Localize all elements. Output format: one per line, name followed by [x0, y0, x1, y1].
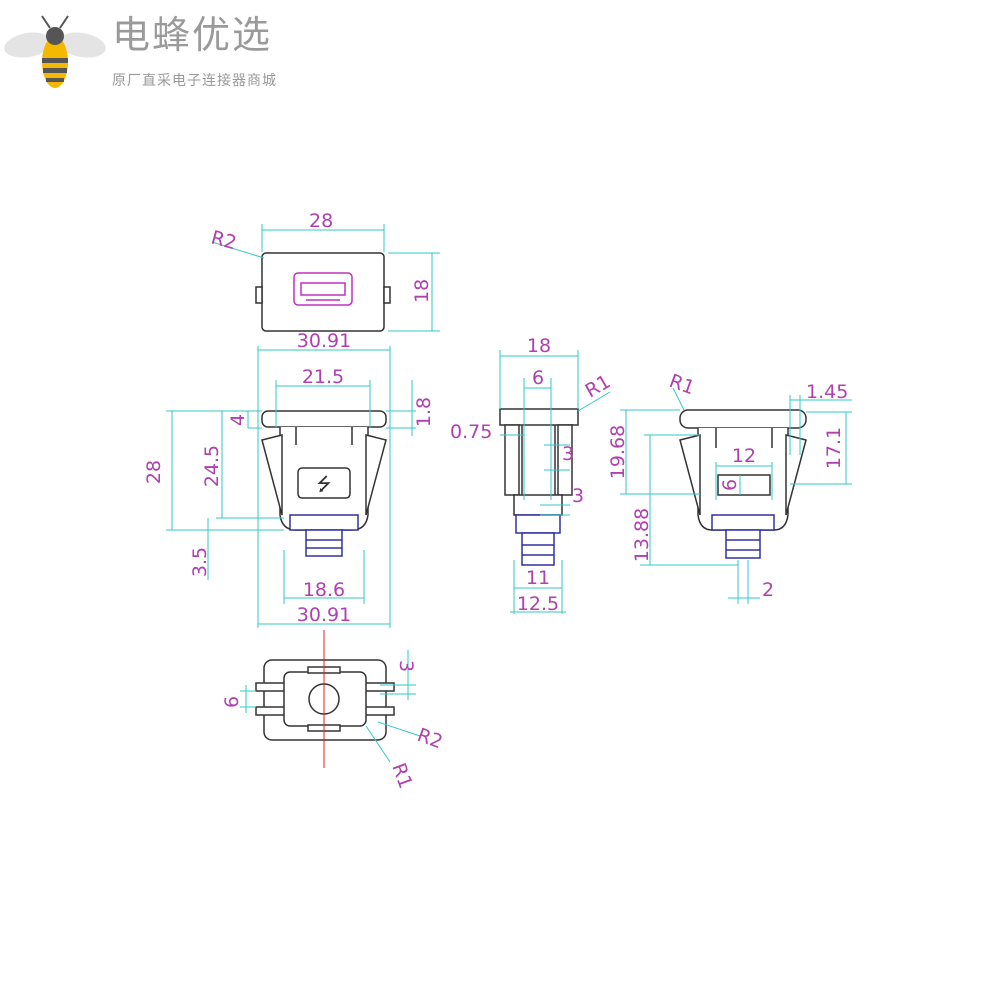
- dim-right-13-88: 13.88: [631, 508, 653, 562]
- usb-symbol-icon: ⭍: [317, 474, 332, 495]
- dim-right-6: 6: [719, 479, 741, 491]
- front-body: [261, 252, 385, 332]
- front-view: [211, 224, 440, 332]
- bottom-view: [240, 630, 421, 768]
- dim-mid-11: 11: [526, 567, 550, 589]
- dim-right-1-45: 1.45: [806, 381, 848, 403]
- dim-bottom-3: 3: [395, 660, 417, 672]
- dim-side-step: 4: [227, 414, 249, 426]
- dim-side-width-18-6: 18.6: [303, 579, 345, 601]
- brand-tagline: 原厂直采电子连接器商城: [112, 73, 277, 89]
- middle-view: [499, 350, 611, 614]
- dim-mid-3-upper: 3: [562, 443, 574, 465]
- dim-side-width-bottom: 30.91: [297, 604, 351, 626]
- dim-right-radius: R1: [666, 370, 697, 399]
- dim-mid-width-6: 6: [532, 367, 544, 389]
- dim-side-lip: 1.8: [413, 397, 435, 427]
- dim-right-17-1: 17.1: [823, 427, 845, 469]
- dim-mid-width-18: 18: [527, 335, 551, 357]
- right-window: [717, 474, 771, 496]
- dim-side-bottom: 3.5: [189, 547, 211, 577]
- dim-side-height-28: 28: [143, 460, 165, 484]
- dim-mid-3-lower: 3: [572, 485, 584, 507]
- dim-front-radius: R2: [209, 227, 239, 255]
- dim-side-height-24-5: 24.5: [201, 445, 223, 487]
- dim-bottom-6: 6: [221, 696, 243, 708]
- dim-front-width: 28: [309, 210, 333, 232]
- brand-name: 电蜂优选: [112, 13, 273, 57]
- dim-right-19-68: 19.68: [607, 425, 629, 479]
- usb-symbol-box: [297, 467, 351, 499]
- dim-mid-radius: R1: [582, 371, 615, 403]
- side-flange: [261, 410, 387, 428]
- dim-mid-0-75: 0.75: [450, 421, 492, 443]
- side-view: ⭍: [166, 346, 416, 628]
- dim-front-height: 18: [411, 279, 433, 303]
- dim-right-2: 2: [762, 579, 774, 601]
- dim-side-inner-width: 21.5: [302, 366, 344, 388]
- dim-right-12: 12: [732, 445, 756, 467]
- mid-flange: [499, 408, 579, 426]
- usb-port-icon: [293, 272, 353, 306]
- right-view: [620, 387, 852, 604]
- side-stem: [305, 529, 343, 557]
- right-flange: [679, 409, 807, 429]
- right-stem: [725, 529, 761, 559]
- dim-bottom-r1: R1: [387, 760, 416, 791]
- mid-stem: [521, 532, 555, 566]
- dim-mid-12-5: 12.5: [517, 593, 559, 615]
- brand-logo: 电蜂优选 原厂直采电子连接器商城: [0, 0, 320, 100]
- bee-icon: [4, 15, 106, 88]
- dim-bottom-r2: R2: [414, 724, 445, 753]
- dim-side-width-top: 30.91: [297, 330, 351, 352]
